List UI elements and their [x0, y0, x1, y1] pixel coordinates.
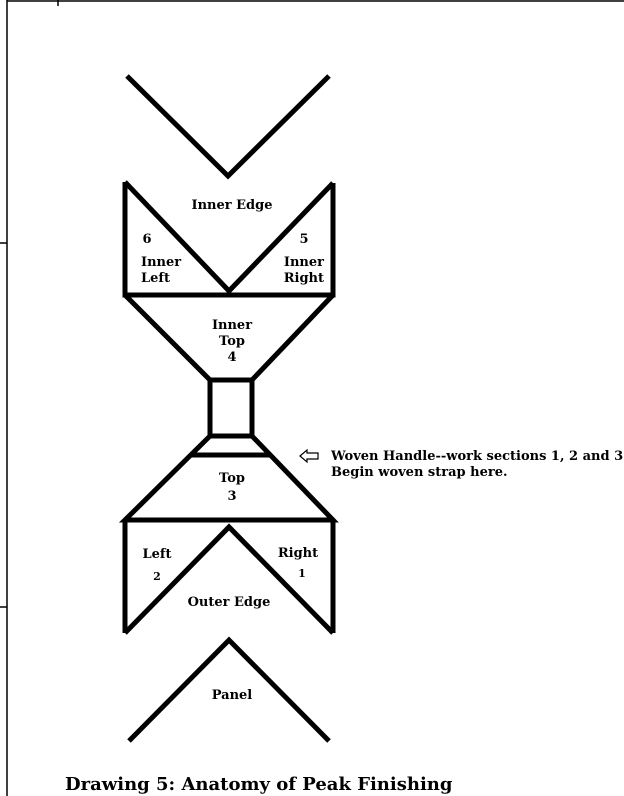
inner-edge-v-shape — [123, 180, 335, 295]
label-outer-edge: Outer Edge — [188, 595, 271, 610]
inner-edge-section — [122, 180, 336, 298]
label-inner-edge: Inner Edge — [192, 198, 273, 213]
label-right: Right — [278, 546, 318, 561]
annotation-line-2: Begin woven strap here. — [331, 465, 508, 480]
inner-section-outline — [122, 182, 336, 298]
top-section — [118, 434, 339, 523]
label-top-2: 3 — [227, 489, 236, 504]
label-section-2: 2 — [153, 570, 161, 583]
label-section-6: 6 — [142, 232, 151, 247]
label-inner-top-1: Inner — [212, 318, 252, 333]
label-inner-top-3: 4 — [227, 350, 236, 365]
annotation-line-1: Woven Handle--work sections 1, 2 and 3 o — [330, 449, 624, 464]
label-top-1: Top — [219, 471, 245, 486]
label-inner-right-2: Right — [284, 271, 324, 286]
label-section-1: 1 — [298, 567, 306, 580]
label-inner-left-1: Inner — [141, 255, 181, 270]
top-trapezoid — [118, 434, 339, 523]
left-arrow-icon — [299, 448, 319, 464]
label-inner-top-2: Top — [219, 334, 245, 349]
label-inner-right-1: Inner — [284, 255, 324, 270]
outer-edge-peak — [123, 523, 335, 635]
outer-edge-section — [122, 520, 336, 635]
label-panel: Panel — [212, 688, 253, 703]
panel-chevron-shape — [127, 636, 331, 743]
handle-rectangle — [207, 377, 255, 439]
label-inner-left-2: Left — [141, 271, 170, 286]
drawing-caption: Drawing 5: Anatomy of Peak Finishing — [65, 774, 453, 795]
label-section-5: 5 — [299, 232, 308, 247]
label-left: Left — [142, 547, 171, 562]
upper-chevron-shape — [125, 74, 331, 180]
